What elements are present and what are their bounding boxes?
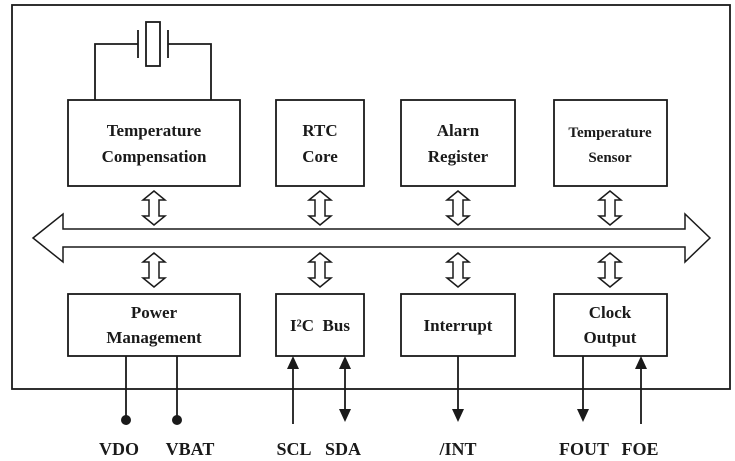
rtc-core-bus-arrow-icon (308, 190, 332, 226)
temp-sensor-line1: Temperature (568, 125, 652, 141)
temp-comp-line1: Temperature (107, 121, 202, 140)
power-line1: Power (131, 303, 178, 322)
rtc-core-block: RTC Core (275, 99, 365, 187)
vdo-pin-connector (121, 356, 131, 425)
power-line2: Management (106, 328, 202, 347)
clock-line1: Clock (589, 303, 632, 322)
pin-label-sda: SDA (325, 439, 361, 459)
temp-sensor-bus-arrow-icon (598, 190, 622, 226)
pin-label-vbat: VBAT (166, 439, 215, 459)
pin-label-scl: SCL (276, 439, 311, 459)
alarm-bus-arrow-icon (446, 190, 470, 226)
scl-input-arrow-icon (287, 356, 299, 424)
i2c-label: I²C Bus (290, 316, 350, 335)
fout-output-arrow-icon (577, 356, 589, 422)
clock-line2: Output (584, 328, 637, 347)
pin-label-fout: FOUT (559, 439, 609, 459)
alarm-register-block: Alarn Register (400, 99, 516, 187)
clock-output-block: Clock Output (553, 293, 668, 357)
alarm-line1: Alarn (437, 121, 480, 140)
rtc-core-line2: Core (302, 147, 338, 166)
alarm-line2: Register (428, 147, 489, 166)
power-bus-arrow-icon (142, 252, 166, 288)
internal-bus-arrow-icon (31, 212, 712, 264)
temp-comp-bus-arrow-icon (142, 190, 166, 226)
foe-input-arrow-icon (635, 356, 647, 424)
power-management-block: Power Management (67, 293, 241, 357)
temp-sensor-line2: Sensor (588, 150, 632, 166)
pin-label-foe: FOE (621, 439, 658, 459)
temperature-sensor-block: Temperature Sensor (553, 99, 668, 187)
interrupt-label: Interrupt (424, 316, 493, 335)
i2c-bus-arrow-icon (308, 252, 332, 288)
chip-outline (11, 4, 731, 390)
vbat-pin-connector (172, 356, 182, 425)
temp-comp-line2: Compensation (102, 147, 207, 166)
temperature-compensation-block: Temperature Compensation (67, 99, 241, 187)
clock-bus-arrow-icon (598, 252, 622, 288)
interrupt-block: Interrupt (400, 293, 516, 357)
interrupt-bus-arrow-icon (446, 252, 470, 288)
pin-label-int: /INT (438, 439, 476, 459)
rtc-core-line1: RTC (302, 121, 337, 140)
int-output-arrow-icon (452, 356, 464, 422)
crystal-oscillator-icon (94, 21, 212, 100)
pin-label-vdo: VDO (99, 439, 139, 459)
sda-bidirectional-arrow-icon (339, 356, 351, 422)
i2c-bus-block: I²C Bus (275, 293, 365, 357)
